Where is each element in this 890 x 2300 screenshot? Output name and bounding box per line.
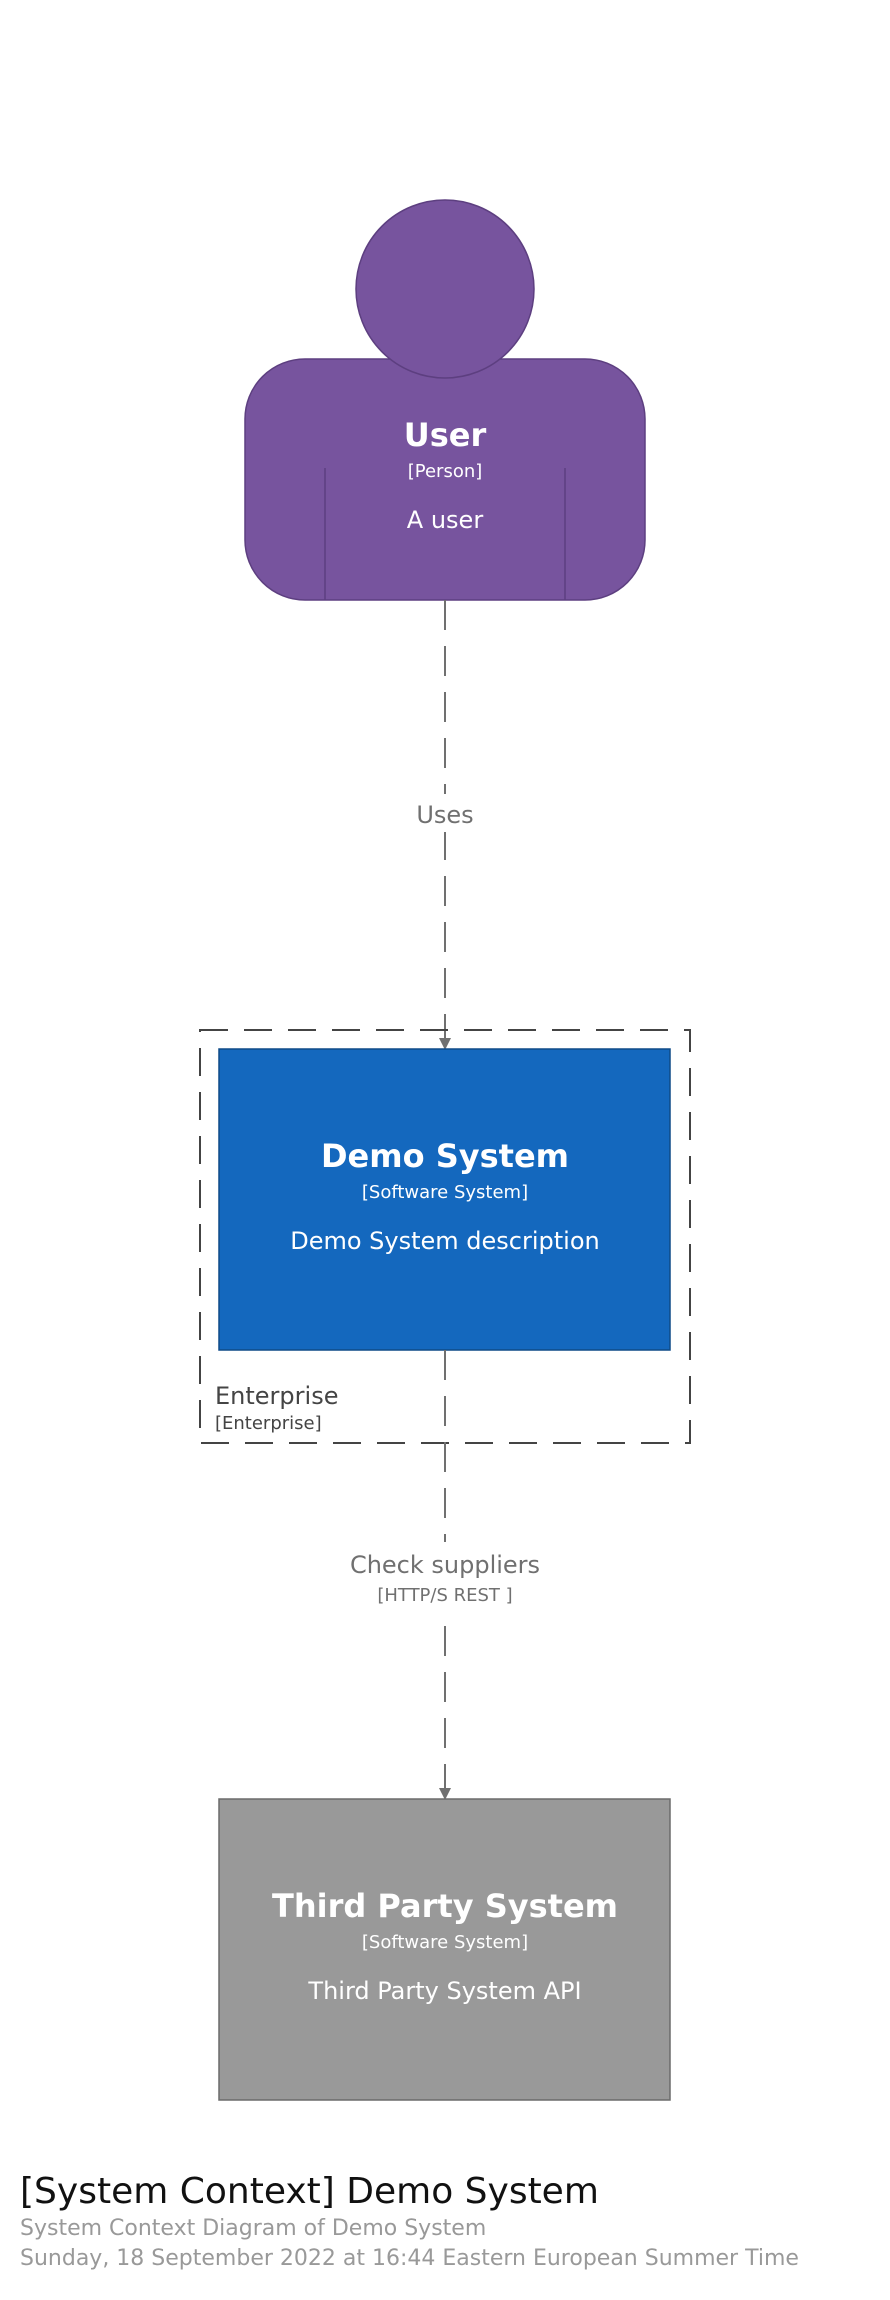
diagram-timestamp: Sunday, 18 September 2022 at 16:44 Easte… bbox=[20, 2246, 799, 2271]
third-party-system-type: [Software System] bbox=[362, 1932, 528, 1953]
relationship-check-suppliers-technology: [HTTP/S REST ] bbox=[377, 1585, 512, 1606]
person-type: [Person] bbox=[408, 461, 483, 482]
diagram-description: System Context Diagram of Demo System bbox=[20, 2216, 487, 2241]
relationship-uses-label-bg bbox=[405, 794, 485, 832]
software-system-third-party[interactable]: Third Party System [Software System] Thi… bbox=[218, 1798, 671, 2101]
relationship-check-suppliers-label: Check suppliers bbox=[350, 1551, 540, 1579]
person-head-shape bbox=[355, 199, 535, 379]
relationship-uses-label: Uses bbox=[416, 801, 473, 829]
enterprise-boundary-name: Enterprise bbox=[215, 1382, 338, 1410]
enterprise-boundary-type: [Enterprise] bbox=[215, 1413, 322, 1434]
person-description: A user bbox=[407, 506, 484, 534]
person-user[interactable]: User [Person] A user bbox=[244, 199, 646, 601]
relationship-uses[interactable]: Uses bbox=[405, 600, 485, 1050]
relationship-check-suppliers[interactable]: Check suppliers [HTTP/S REST ] bbox=[350, 1350, 540, 1800]
diagram-title: [System Context] Demo System bbox=[20, 2171, 599, 2212]
demo-system-type: [Software System] bbox=[362, 1182, 528, 1203]
demo-system-name: Demo System bbox=[321, 1137, 569, 1175]
person-name: User bbox=[404, 416, 487, 454]
person-body-shape bbox=[244, 358, 646, 601]
software-system-demo[interactable]: Demo System [Software System] Demo Syste… bbox=[218, 1048, 671, 1351]
enterprise-boundary[interactable]: Enterprise [Enterprise] bbox=[199, 1029, 691, 1444]
third-party-system-box bbox=[218, 1798, 671, 2101]
demo-system-description: Demo System description bbox=[290, 1227, 600, 1255]
third-party-system-name: Third Party System bbox=[272, 1887, 618, 1925]
relationship-check-suppliers-label-bg bbox=[350, 1542, 540, 1612]
diagram-footer: [System Context] Demo System System Cont… bbox=[20, 2170, 870, 2274]
demo-system-box bbox=[218, 1048, 671, 1351]
third-party-system-description: Third Party System API bbox=[307, 1977, 581, 2005]
